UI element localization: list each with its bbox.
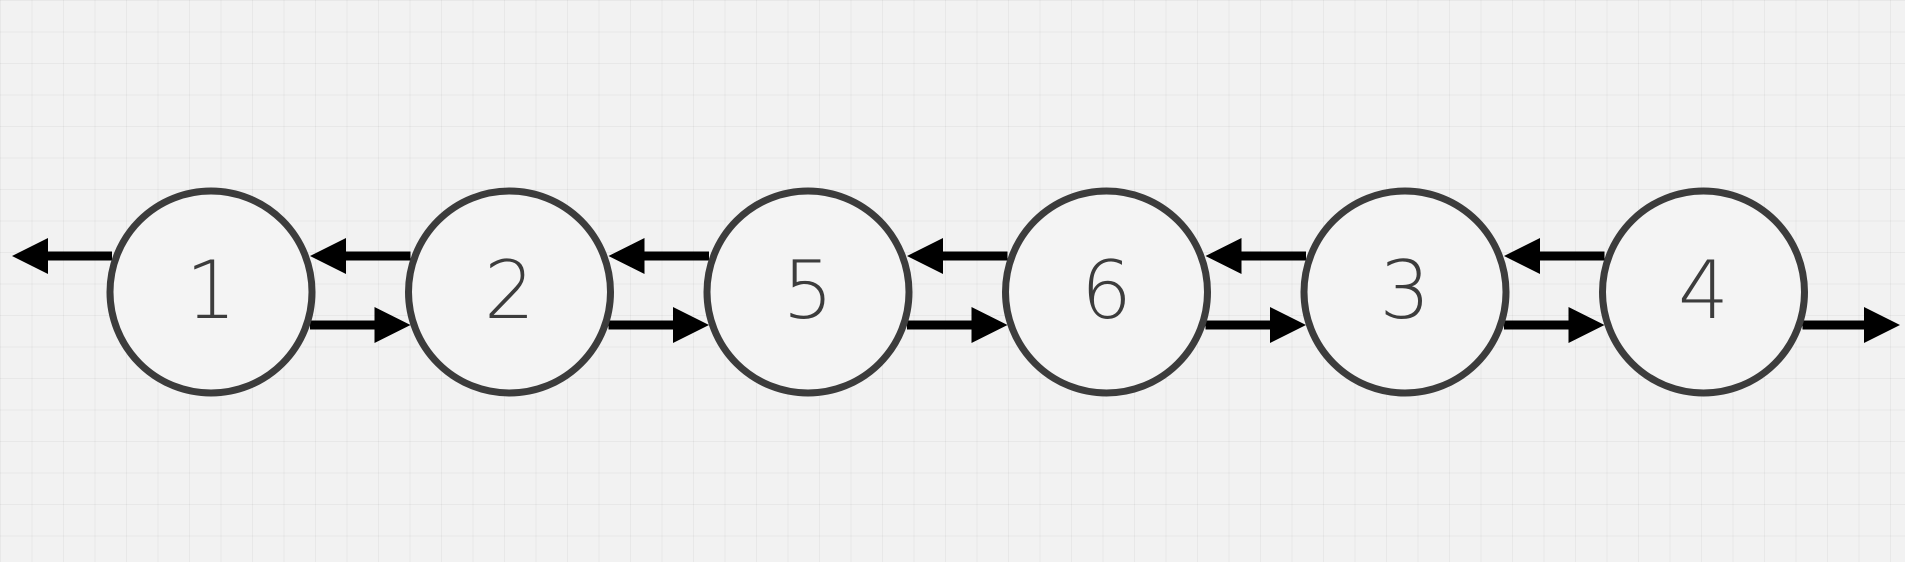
link-2-5-next-arrow <box>608 307 709 343</box>
node-label: 5 <box>783 244 834 337</box>
node-circle <box>106 187 316 397</box>
list-node-5: 5 <box>703 187 913 397</box>
link-5-6-prev-arrow-head <box>907 238 943 274</box>
node-circle <box>1002 187 1211 397</box>
link-1-2-prev-arrow <box>310 238 411 274</box>
link-6-3-prev-arrow-head <box>1205 238 1242 274</box>
link-1-2-next-arrow-head <box>374 307 411 343</box>
list-node-2: 2 <box>405 187 614 397</box>
list-node-6: 6 <box>1002 187 1211 397</box>
link-2-5-next-arrow-head <box>673 307 709 343</box>
link-2-5-prev-arrow <box>608 238 709 274</box>
head-prev-arrow-head <box>12 238 48 274</box>
node-label: 6 <box>1081 244 1132 337</box>
link-6-3-next-arrow <box>1205 307 1306 343</box>
tail-next-arrow <box>1802 307 1900 343</box>
arrows-layer <box>12 238 1900 343</box>
link-5-6-prev-arrow <box>907 238 1008 274</box>
link-3-4-prev-arrow-head <box>1504 238 1540 274</box>
link-3-4-prev-arrow <box>1504 238 1605 274</box>
link-2-5-prev-arrow-head <box>608 238 645 274</box>
list-node-4: 4 <box>1599 187 1808 397</box>
link-3-4-next-arrow-head <box>1568 307 1605 343</box>
node-circle <box>405 187 614 397</box>
link-1-2-prev-arrow-head <box>310 238 346 274</box>
head-prev-arrow <box>12 238 112 274</box>
link-3-4-next-arrow <box>1504 307 1605 343</box>
nodes-layer: 1 2 5 6 3 4 <box>106 187 1808 397</box>
node-circle <box>703 187 913 397</box>
tail-next-arrow-head <box>1864 307 1900 343</box>
node-label: 1 <box>186 244 237 337</box>
link-6-3-prev-arrow <box>1205 238 1306 274</box>
link-5-6-next-arrow <box>907 307 1008 343</box>
node-label: 4 <box>1678 244 1729 337</box>
node-circle <box>1300 187 1510 397</box>
node-label: 2 <box>484 244 535 337</box>
link-1-2-next-arrow <box>310 307 411 343</box>
link-6-3-next-arrow-head <box>1270 307 1306 343</box>
list-node-3: 3 <box>1300 187 1510 397</box>
link-5-6-next-arrow-head <box>971 307 1008 343</box>
node-circle <box>1599 187 1808 397</box>
node-label: 3 <box>1380 244 1431 337</box>
list-node-1: 1 <box>106 187 316 397</box>
